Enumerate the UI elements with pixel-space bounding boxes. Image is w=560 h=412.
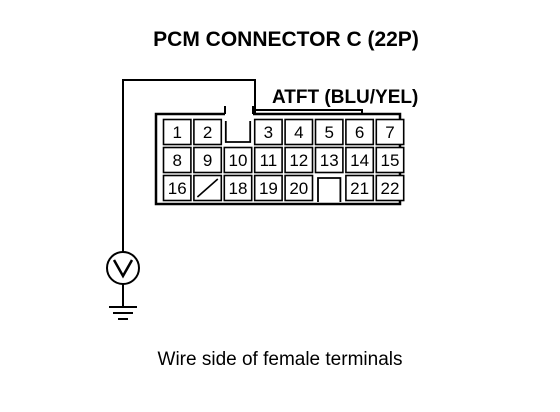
connector-cell: 18 — [223, 174, 253, 202]
connector-cell: 2 — [193, 118, 223, 146]
terminal-number: 2 — [203, 123, 212, 142]
terminal-number: 21 — [350, 179, 369, 198]
connector-cell: 3 — [253, 118, 283, 146]
ground-icon — [109, 284, 137, 320]
terminal-number: 10 — [229, 151, 248, 170]
connector-cell: 5 — [314, 118, 344, 146]
terminal-number: 15 — [381, 151, 400, 170]
connector-cell — [193, 174, 223, 202]
connector-cell: 22 — [375, 174, 405, 202]
terminal-number: 7 — [385, 123, 394, 142]
connector-cell: 1 — [162, 118, 192, 146]
terminal-number: 13 — [320, 151, 339, 170]
terminal-number: 19 — [259, 179, 278, 198]
terminal-number: 4 — [294, 123, 303, 142]
connector-cell: 13 — [314, 146, 344, 174]
connector-cell: 19 — [253, 174, 283, 202]
connector-cell: 8 — [162, 146, 192, 174]
connector-cell: 9 — [193, 146, 223, 174]
connector-cell: 16 — [162, 174, 192, 202]
terminal-number: 6 — [355, 123, 364, 142]
voltmeter-icon — [106, 251, 140, 285]
terminal-number: 22 — [381, 179, 400, 198]
connector-cell: 10 — [223, 146, 253, 174]
lock-slot — [224, 121, 252, 143]
connector-cell: 20 — [284, 174, 314, 202]
connector-cell: 4 — [284, 118, 314, 146]
terminal-number: 5 — [324, 123, 333, 142]
connector-cell — [315, 175, 343, 202]
connector-cell: 14 — [345, 146, 375, 174]
terminal-number: 16 — [168, 179, 187, 198]
terminal-number: 3 — [264, 123, 273, 142]
unused-terminal-mark — [196, 178, 219, 198]
terminal-number: 20 — [289, 179, 308, 198]
connector-cell: 15 — [375, 146, 405, 174]
connector-cell: 6 — [345, 118, 375, 146]
connector-cell: 11 — [253, 146, 283, 174]
key-notch — [317, 177, 342, 202]
connector-cell: 21 — [345, 174, 375, 202]
terminal-number: 18 — [229, 179, 248, 198]
diagram-caption: Wire side of female terminals — [158, 349, 403, 370]
wire-label: ATFT (BLU/YEL) — [272, 87, 418, 108]
connector-cell — [224, 119, 252, 145]
terminal-number: 9 — [203, 151, 212, 170]
diagram-title: PCM CONNECTOR C (22P) — [153, 28, 419, 51]
terminal-number: 14 — [350, 151, 369, 170]
terminal-number: 12 — [289, 151, 308, 170]
connector-cell: 7 — [375, 118, 405, 146]
terminal-number: 8 — [172, 151, 181, 170]
probe-wire — [122, 79, 256, 252]
terminal-number: 1 — [172, 123, 181, 142]
terminal-number: 11 — [260, 151, 278, 170]
connector-cell: 12 — [284, 146, 314, 174]
